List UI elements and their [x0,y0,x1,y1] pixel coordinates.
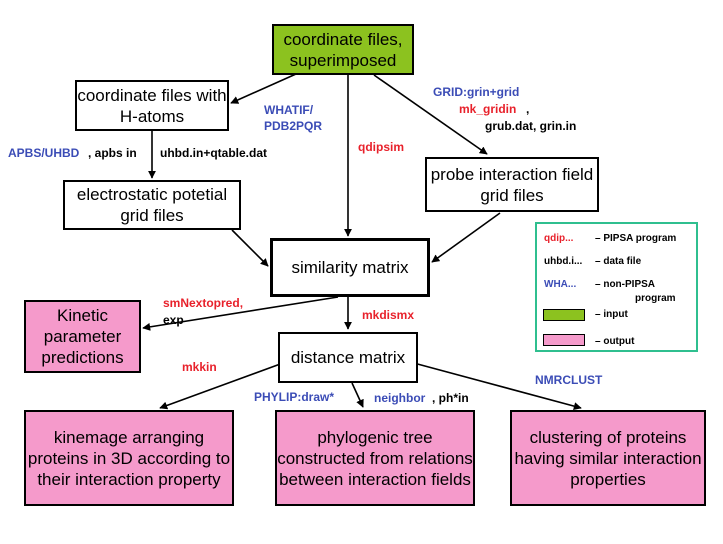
label-pdb2pqr: PDB2PQR [264,119,323,133]
node-phylogenic-tree: phylogenic tree constructed from relatio… [275,410,475,506]
label-apbs-uhbd: APBS/UHBD [8,146,80,160]
arrow-distance-to-kinemage [159,362,284,410]
legend-nonpipsa-desc2: program [635,293,676,304]
label-phylip: PHYLIP:draw* [254,390,335,404]
node-label: probe interaction field grid files [430,164,594,205]
legend-data-example: uhbd.i... [544,256,583,267]
legend-output-swatch [543,334,585,346]
node-label: phylogenic tree constructed from relatio… [277,427,473,489]
node-probe-interaction-grid-files: probe interaction field grid files [425,157,599,212]
arrow-electro-to-similarity [231,229,269,267]
label-grub-grin: grub.dat, grin.in [485,119,577,133]
arrow-super-to-probe [373,74,488,155]
label-qdipsim: qdipsim [358,140,405,154]
legend-input-desc: – input [595,309,628,320]
label-whatif: WHATIF/ [264,103,314,117]
legend-nonpipsa-desc: – non-PIPSA [595,279,656,290]
node-distance-matrix: distance matrix [278,332,418,383]
arrow-similarity-to-kinetic [142,296,339,331]
node-kinemage: kinemage arranging proteins in 3D accord… [24,410,234,506]
legend-nonpipsa-example: WHA... [544,279,577,290]
legend-input-swatch [543,309,585,321]
node-kinetic-parameter-predictions: Kinetic parameter predictions [24,300,141,373]
node-electrostatic-grid-files: electrostatic potetial grid files [63,180,241,230]
label-phin: , ph*in [432,391,469,405]
legend-pipsa-desc: – PIPSA program [595,233,677,244]
label-comma: , [526,102,530,116]
node-similarity-matrix: similarity matrix [270,238,430,297]
label-uhbd-in: uhbd.in+qtable.dat [160,146,267,160]
node-label: coordinate files with H-atoms [77,85,227,126]
node-label: coordinate files, superimposed [283,29,403,70]
legend-pipsa-example: qdip... [544,233,574,244]
label-mk-gridin: mk_gridin [459,102,517,116]
node-label: electrostatic potetial grid files [76,185,228,225]
node-clustering: clustering of proteins having similar in… [510,410,706,506]
label-grid: GRID:grin+grid [433,85,520,99]
node-coordinate-files-superimposed: coordinate files, superimposed [272,24,414,75]
label-smnextopred: smNextopred, [163,296,244,310]
node-label: similarity matrix [291,258,409,277]
arrow-distance-to-phylogenic [351,382,364,408]
node-label: kinemage arranging proteins in 3D accord… [27,427,231,489]
node-label: Kinetic parameter predictions [41,306,124,367]
node-label: distance matrix [290,348,406,367]
label-neighbor: neighbor [374,391,426,405]
node-coordinate-files-h-atoms: coordinate files with H-atoms [75,80,229,131]
label-apbs-in: , apbs in [88,146,137,160]
node-label: clustering of proteins having similar in… [514,427,702,489]
label-mkkin: mkkin [182,360,217,374]
label-mkdismx: mkdismx [362,308,415,322]
legend-output-desc: – output [595,336,635,347]
arrow-super-to-hatoms [230,73,297,104]
label-exp: exp [163,313,184,327]
label-nmrclust: NMRCLUST [535,373,603,387]
legend: qdip... – PIPSA program uhbd.i... – data… [535,222,698,352]
arrow-probe-to-similarity [431,212,501,263]
legend-data-desc: – data file [595,256,642,267]
arrow-distance-to-clustering [409,361,582,410]
